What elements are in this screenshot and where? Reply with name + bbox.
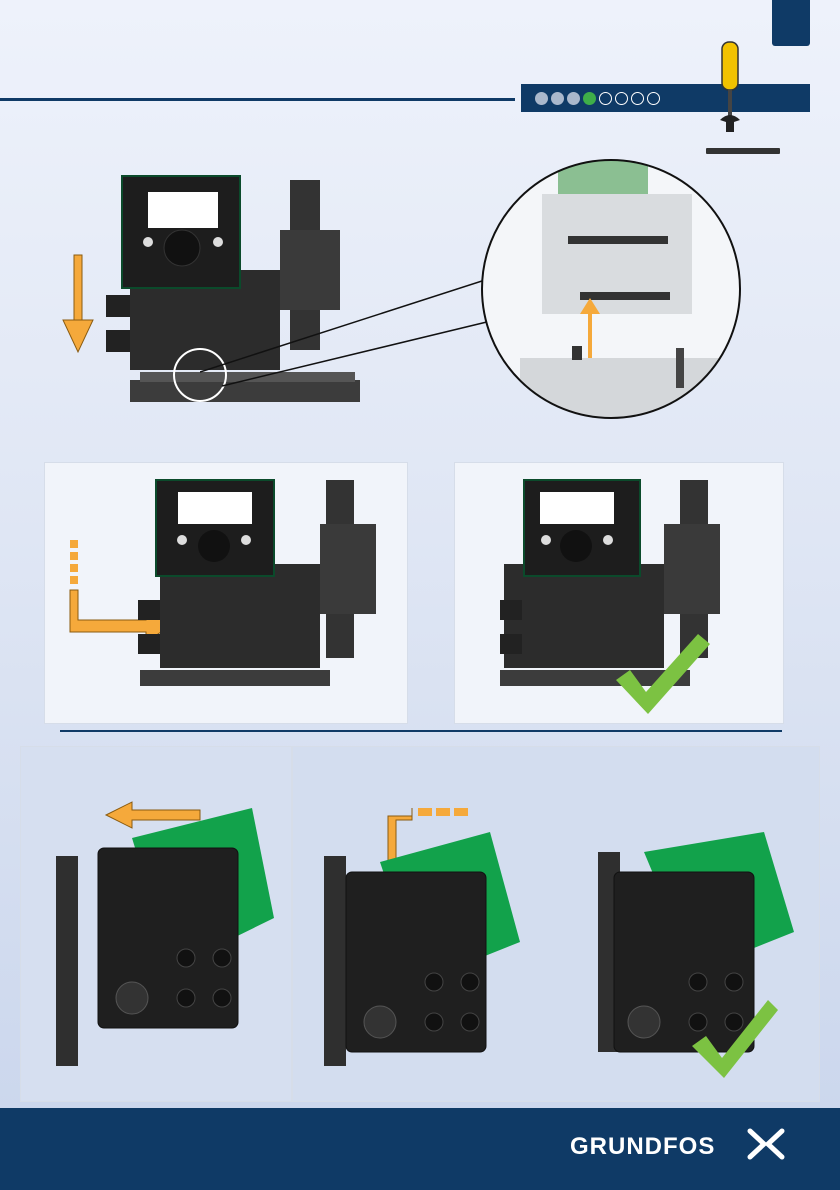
header-rule xyxy=(0,98,515,101)
step-dot-2 xyxy=(551,92,564,105)
control-module-illustration xyxy=(320,832,530,1072)
grundfos-logo-icon xyxy=(746,1127,786,1161)
checkmark-icon xyxy=(612,630,712,716)
step-dot-7 xyxy=(631,92,644,105)
zoom-leader-lines xyxy=(200,280,500,400)
section-rule xyxy=(60,730,782,732)
control-module-illustration xyxy=(52,808,282,1070)
step-dot-5 xyxy=(599,92,612,105)
down-arrow-icon xyxy=(60,250,96,360)
step-dot-1 xyxy=(535,92,548,105)
zoom-detail-circle xyxy=(480,158,742,420)
step-dot-8 xyxy=(647,92,660,105)
step-dot-4 xyxy=(583,92,596,105)
pump-illustration xyxy=(130,474,390,694)
checkmark-icon xyxy=(690,996,780,1080)
step-dot-3 xyxy=(567,92,580,105)
brand-name: GRUNDFOS xyxy=(570,1133,715,1161)
step-dot-6 xyxy=(615,92,628,105)
